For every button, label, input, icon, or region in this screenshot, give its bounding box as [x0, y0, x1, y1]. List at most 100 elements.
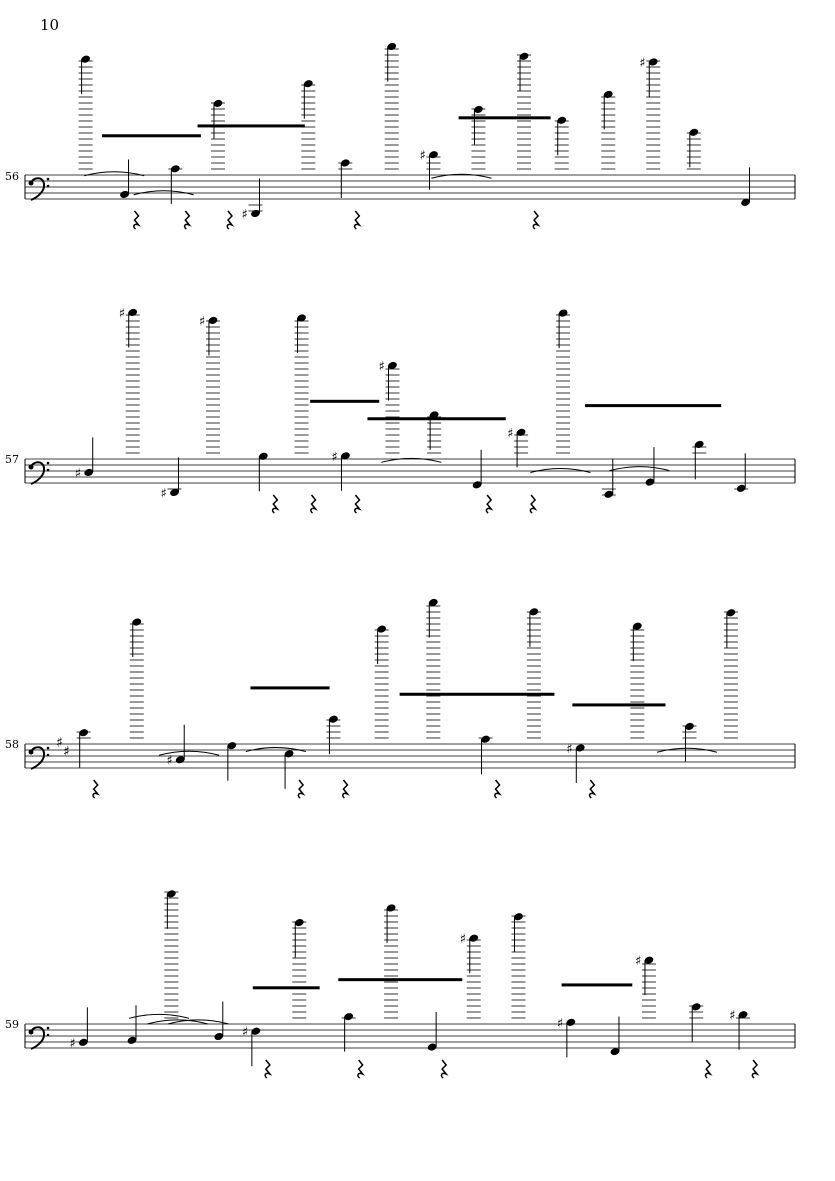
beam — [197, 124, 305, 128]
notehead — [78, 1038, 88, 1046]
notehead — [329, 715, 338, 723]
notehead — [604, 490, 614, 498]
notehead — [258, 452, 268, 460]
quarter-rest-icon — [183, 210, 192, 230]
notehead — [516, 428, 526, 436]
notehead — [566, 1018, 576, 1026]
bass-clef-icon — [46, 746, 50, 750]
measure-number: 57 — [5, 453, 19, 466]
sharp-accidental: ♯ — [635, 954, 641, 969]
quarter-rest-icon — [494, 779, 502, 799]
sharp-accidental: ♯ — [729, 1009, 735, 1024]
notehead — [428, 598, 438, 607]
bass-clef-icon — [30, 177, 46, 201]
notehead — [519, 52, 529, 60]
bass-clef-icon — [28, 180, 34, 186]
sharp-accidental: ♯ — [460, 932, 466, 947]
bass-clef-icon — [28, 749, 34, 755]
beam — [250, 686, 330, 690]
bass-clef-icon — [46, 468, 50, 472]
quarter-rest-icon — [704, 1059, 713, 1079]
notehead — [736, 484, 746, 492]
sharp-accidental: ♯ — [378, 359, 384, 374]
notehead — [294, 919, 304, 927]
notehead — [208, 316, 218, 324]
notehead — [685, 722, 694, 730]
quarter-rest-icon — [310, 494, 318, 514]
tie — [609, 466, 670, 472]
tie — [147, 1019, 208, 1025]
quarter-rest-icon — [357, 1059, 366, 1079]
bass-clef-icon — [30, 461, 46, 485]
notehead — [481, 735, 490, 743]
tie — [656, 747, 718, 753]
notehead — [341, 452, 350, 460]
tie — [431, 173, 492, 179]
bass-clef-icon — [46, 461, 50, 465]
notehead — [691, 1003, 701, 1011]
page-number: 10 — [40, 16, 60, 34]
notehead — [214, 1032, 224, 1041]
sharp-accidental: ♯ — [242, 1025, 248, 1040]
quarter-rest-icon — [588, 779, 597, 799]
sharp-accidental: ♯ — [331, 450, 337, 465]
notehead — [632, 622, 642, 630]
notehead — [344, 1013, 354, 1021]
notehead — [738, 1011, 748, 1019]
beam — [561, 983, 633, 987]
sharp-accidental: ♯ — [166, 754, 172, 769]
notehead — [557, 116, 567, 124]
tie — [245, 747, 306, 753]
notehead — [284, 750, 294, 758]
tie — [84, 171, 145, 177]
sharp-accidental: ♯ — [557, 1016, 563, 1031]
quarter-rest-icon — [271, 494, 280, 514]
beam — [367, 417, 506, 421]
quarter-rest-icon — [342, 779, 350, 799]
sharp-accidental: ♯ — [639, 56, 645, 71]
bass-clef-icon — [46, 184, 50, 188]
quarter-rest-icon — [297, 779, 306, 799]
notehead — [575, 744, 585, 752]
bass-clef-icon — [30, 1026, 46, 1050]
beam — [102, 134, 201, 138]
key-signature-sharp: ♯ — [63, 744, 70, 760]
notehead — [726, 609, 736, 617]
measure-number: 59 — [5, 1018, 19, 1031]
notehead — [514, 913, 523, 921]
quarter-rest-icon — [226, 210, 235, 230]
tie — [168, 1019, 229, 1025]
notehead — [170, 488, 179, 497]
quarter-rest-icon — [529, 494, 538, 514]
sharp-accidental: ♯ — [69, 1036, 75, 1051]
tie — [128, 1013, 190, 1019]
notehead — [388, 361, 397, 370]
quarter-rest-icon — [751, 1059, 760, 1079]
notehead — [472, 481, 482, 489]
beam — [572, 703, 666, 707]
tie — [530, 467, 591, 473]
tie — [381, 457, 442, 463]
notehead — [429, 151, 438, 159]
notehead — [644, 956, 654, 964]
notehead — [741, 198, 750, 206]
notehead — [610, 1048, 620, 1056]
beam — [252, 986, 320, 990]
notehead — [128, 308, 138, 316]
notehead — [213, 99, 223, 108]
notehead — [297, 314, 306, 322]
notehead — [427, 1043, 437, 1051]
notehead — [79, 729, 89, 737]
measure-number: 56 — [5, 170, 19, 183]
notehead — [377, 625, 387, 633]
notehead — [694, 440, 704, 448]
notehead — [387, 42, 397, 51]
quarter-rest-icon — [485, 494, 494, 514]
tie — [158, 750, 220, 756]
bass-clef-icon — [46, 753, 50, 757]
notehead — [127, 1036, 137, 1044]
notehead — [84, 468, 94, 477]
quarter-rest-icon — [354, 494, 362, 514]
beam — [338, 978, 463, 982]
